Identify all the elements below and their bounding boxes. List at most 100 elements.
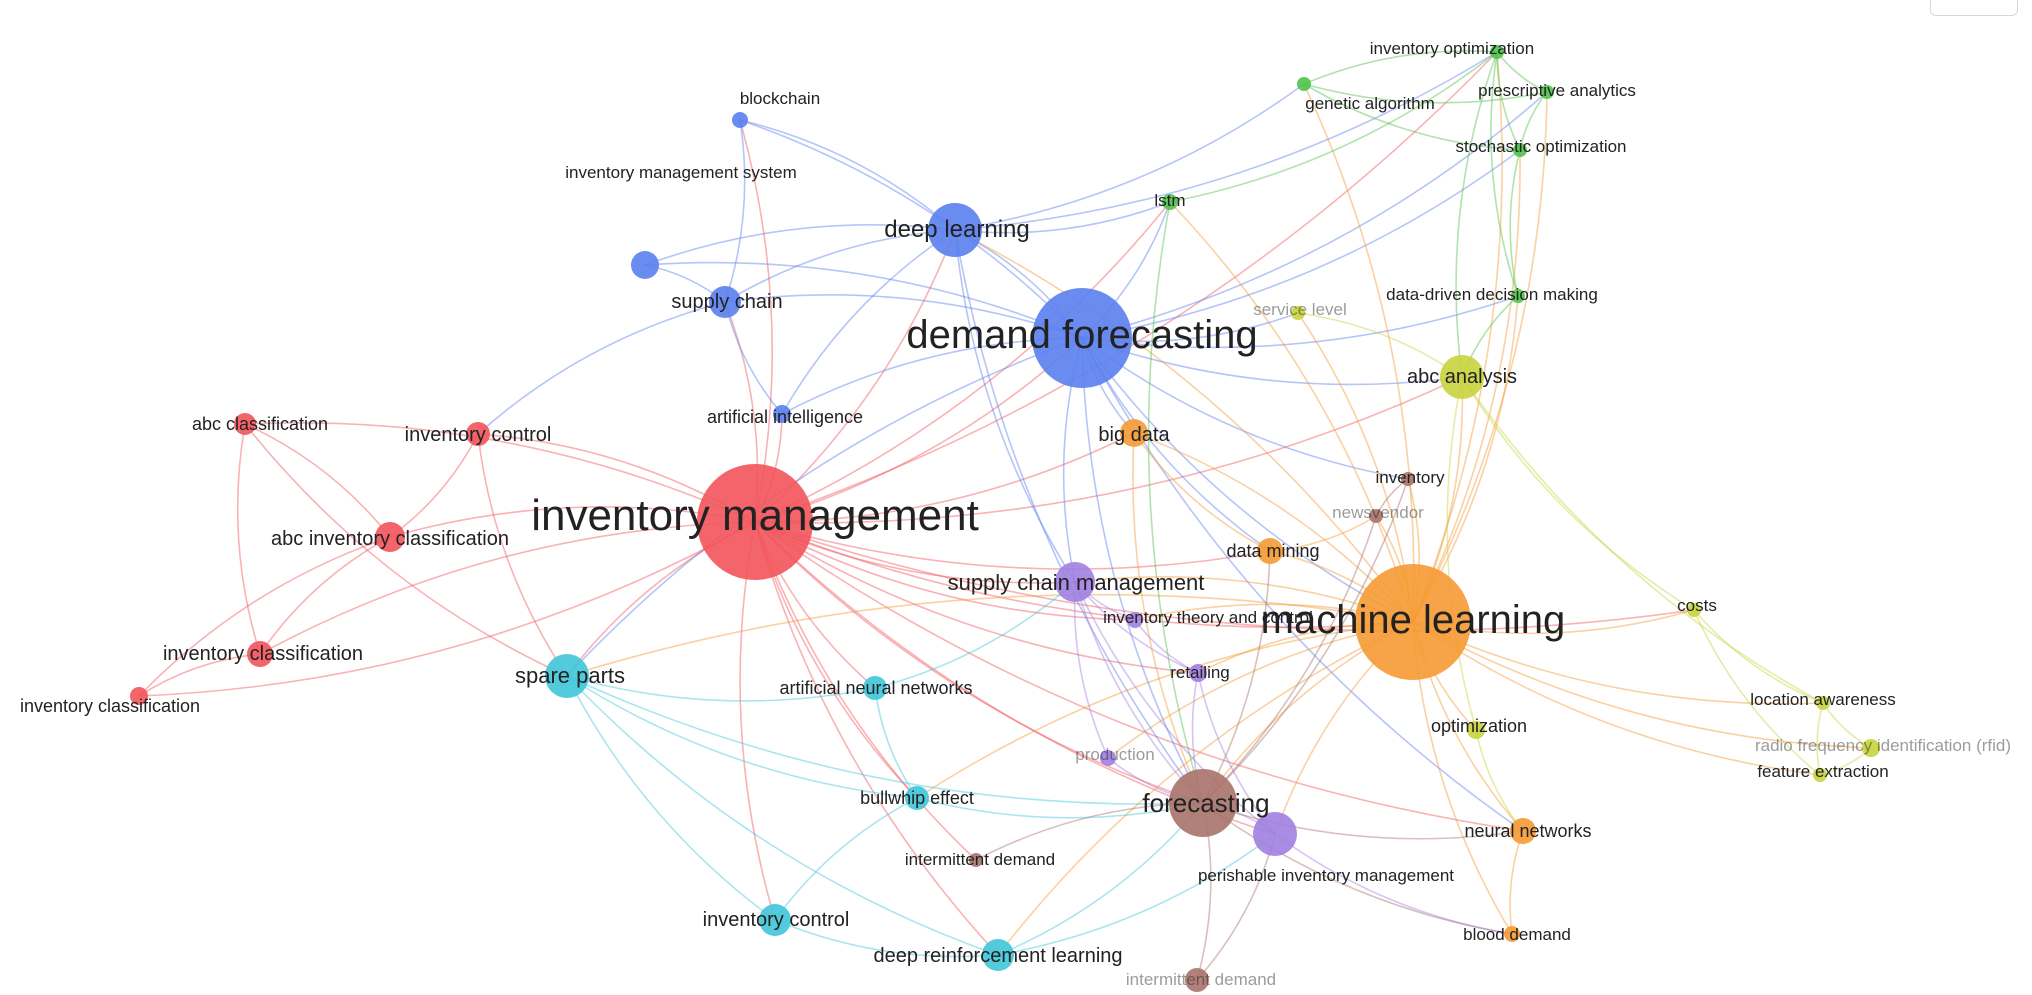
node-sc[interactable] [709,286,741,318]
node-df[interactable] [1032,288,1132,388]
node-nn[interactable] [1510,818,1536,844]
edge-ac-sp [244,423,568,677]
node-opt[interactable] [1467,721,1485,739]
label-abc: abc analysis [1407,366,1517,388]
node-ims[interactable] [631,251,659,279]
label-dm: data mining [1226,541,1319,561]
label-pim: perishable inventory management [1198,866,1454,885]
node-rfid[interactable] [1862,739,1880,757]
edge-ml-so [1412,149,1521,623]
node-so[interactable] [1513,143,1527,157]
edge-pim-bld [1274,833,1513,935]
edge-dl-bc [739,119,956,231]
label-fe: feature extraction [1757,762,1888,781]
node-fe[interactable] [1813,768,1827,782]
node-sl[interactable] [1291,306,1305,320]
label-la: location awareness [1750,690,1896,709]
edge-ml-fe [1412,621,1821,776]
node-ictrl_c[interactable] [759,904,791,936]
edge-im-dm [754,521,1271,570]
label-drl: deep reinforcement learning [873,945,1122,967]
node-ai[interactable] [773,405,791,423]
edge-iac-ictrl_r [389,433,479,538]
edge-im-ret [754,521,1199,674]
edge-fc-nv [1202,515,1377,804]
edge-dl-ims [644,223,956,266]
node-lstm[interactable] [1162,194,1178,210]
label-dl: deep learning [884,216,1029,243]
node-icls2[interactable] [130,687,148,705]
label-dddm: data-driven decision making [1386,285,1598,304]
label-iac: abc inventory classification [271,528,509,550]
edge-im-fc [754,521,1204,804]
node-iac[interactable] [375,522,405,552]
edge-io-ga [1303,50,1498,85]
node-fc[interactable] [1169,769,1237,837]
node-costs[interactable] [1687,603,1701,617]
edge-sc-bc [724,119,746,303]
node-idem2[interactable] [1185,968,1209,992]
edge-ml-io [1412,51,1503,623]
edge-dl-lstm [954,201,1171,234]
node-im[interactable] [697,464,813,580]
edge-sp-fc [566,675,1204,805]
label-idem: intermittent demand [905,850,1055,869]
label-ims: inventory management system [565,163,797,182]
label-opt: optimization [1431,716,1527,736]
label-so: stochastic optimization [1455,137,1626,156]
edge-iac-icls2 [138,536,391,697]
node-pa[interactable] [1540,85,1554,99]
label-nv: newsvendor [1332,503,1424,522]
edge-dl-io [954,51,1498,231]
node-nv[interactable] [1369,509,1383,523]
zoom-control-button[interactable] [1930,0,2018,16]
edge-dl-fc [954,229,1204,804]
node-inv[interactable] [1401,472,1415,486]
label-itc: inventory theory and control [1103,608,1313,627]
label-df: demand forecasting [906,313,1257,357]
label-im: inventory management [531,491,979,540]
node-ac[interactable] [234,413,256,435]
edge-drl-pim [997,833,1276,956]
node-bw[interactable] [905,786,929,810]
edge-im-costs [754,521,1695,632]
node-ann[interactable] [863,676,887,700]
edge-layer [138,50,1872,981]
node-prod[interactable] [1100,750,1116,766]
node-icls1[interactable] [247,641,273,667]
node-dddm[interactable] [1511,289,1525,303]
edge-im-ictrl_c [739,521,776,921]
edge-ml-bw [916,621,1414,799]
node-bld[interactable] [1504,926,1520,942]
label-bc: blockchain [740,89,820,108]
edge-ml-ga [1303,83,1415,623]
node-ret[interactable] [1189,664,1207,682]
node-scm[interactable] [1055,562,1095,602]
node-bc[interactable] [732,112,748,128]
edge-fc-inv [1202,478,1409,804]
label-rfid: radio frequency identification (rfid) [1755,736,2011,755]
node-la[interactable] [1816,696,1830,710]
node-io[interactable] [1490,45,1504,59]
node-ictrl_r[interactable] [466,422,490,446]
node-drl[interactable] [982,939,1014,971]
node-dm[interactable] [1257,538,1283,564]
edge-so-dddm [1509,149,1521,297]
edge-sp-drl [566,675,999,956]
node-bd[interactable] [1120,419,1148,447]
label-prod: production [1075,745,1154,764]
node-idem[interactable] [969,853,983,867]
edge-lstm-io [1169,51,1498,203]
edge-ml-sp [566,593,1414,677]
node-ga[interactable] [1297,77,1311,91]
node-ml[interactable] [1355,564,1471,680]
edge-ann-scm [874,581,1076,689]
node-sp[interactable] [545,654,589,698]
edge-costs-la [1693,609,1824,704]
edge-ml-rfid [1412,621,1872,749]
label-scm: supply chain management [948,570,1205,595]
node-pim[interactable] [1253,812,1297,856]
node-dl[interactable] [928,203,982,257]
node-abc[interactable] [1440,355,1484,399]
node-itc[interactable] [1127,612,1143,628]
